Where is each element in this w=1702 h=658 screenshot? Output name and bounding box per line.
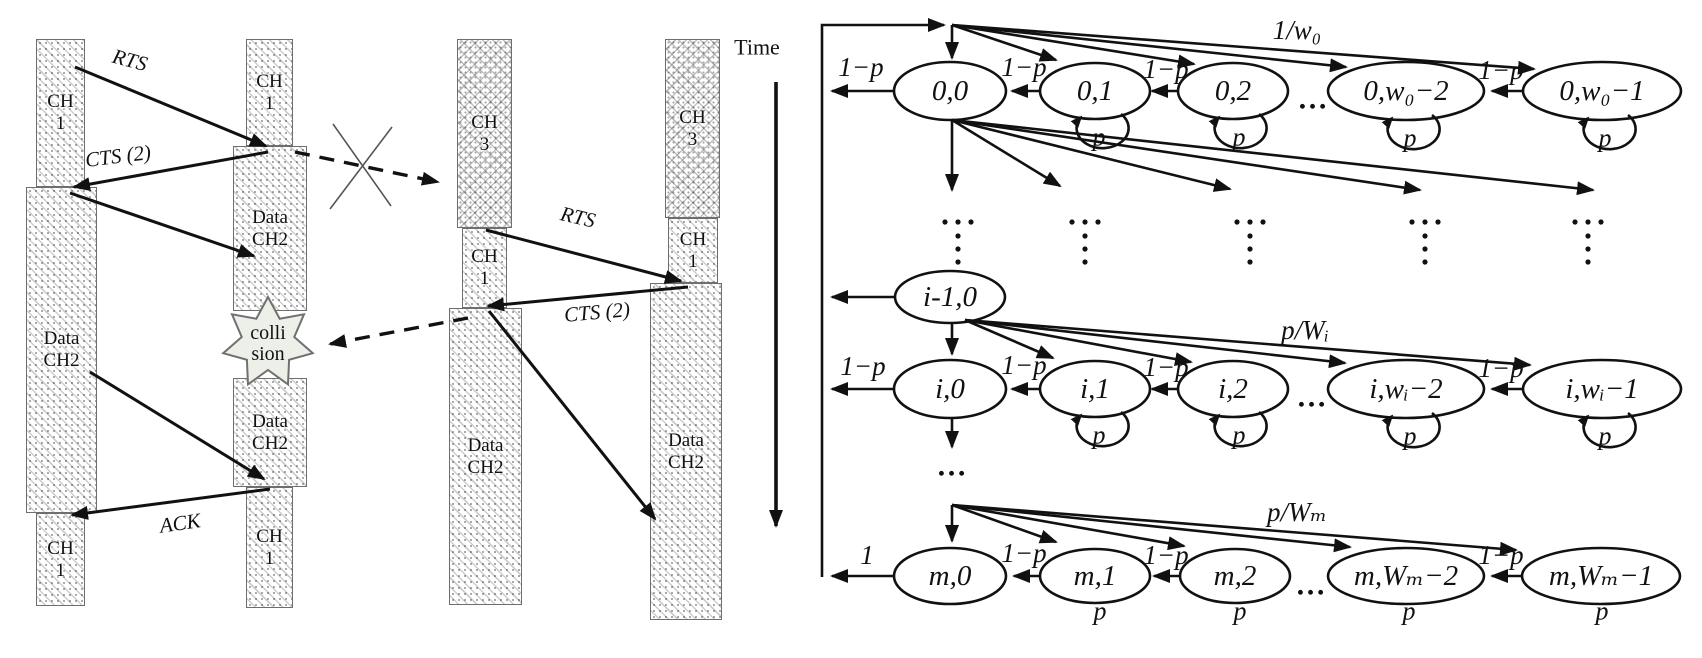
edge-label-1-p: 1−p: [1478, 54, 1524, 85]
self-loop-label-p: p: [1232, 122, 1246, 152]
bar-ch1-a-bottom: CH 1: [36, 513, 85, 606]
bar-label: CH 3: [679, 106, 706, 150]
bar-label: Data CH2: [668, 429, 704, 473]
state-label-i-2: i,2: [1218, 372, 1248, 405]
bar-label: Data CH2: [43, 328, 80, 371]
bar-data-ch2-c: Data CH2: [449, 308, 522, 605]
ack-label: ACK: [158, 508, 202, 538]
state-0-w0-2: [1326, 60, 1486, 122]
data-arrow-2: [89, 370, 266, 481]
collision-star: [221, 294, 315, 387]
self-loop-label-p: p: [1233, 596, 1247, 626]
edge-label-1-p: 1−p: [1001, 537, 1047, 568]
bar-label: CH 1: [47, 91, 74, 134]
state-label-0-0: 0,0: [931, 74, 969, 107]
state-label-m-1: m,1: [1073, 559, 1117, 592]
time-axis-label: Time: [734, 34, 780, 60]
cts-label-2: CTS (2): [563, 297, 631, 327]
state-label-m-0: m,0: [928, 559, 972, 592]
self-loop-label-p: p: [1598, 421, 1612, 451]
bar-ch3-c: CH 3: [457, 39, 512, 228]
bar-ch1-b-top: CH 1: [246, 39, 293, 146]
entry-label-p-over-wi: p/Wᵢ: [1281, 314, 1329, 345]
bar-label: CH 1: [47, 537, 74, 581]
bar-label: CH 1: [679, 228, 707, 272]
broken-link-cross-icon: [329, 123, 393, 210]
state-label-i-1-0: i-1,0: [923, 280, 977, 313]
bar-data-ch2-b2: Data CH2: [233, 378, 307, 487]
state-label-m-2: m,2: [1213, 559, 1257, 592]
ellipsis: …: [1297, 82, 1331, 116]
entry-label-1-over-w0: 1/w₀: [1272, 14, 1322, 45]
return-rail: [820, 18, 946, 577]
state-m-wm-2: [1326, 546, 1486, 606]
bar-label: Data CH2: [252, 410, 288, 454]
cts-arrow-1: [72, 150, 269, 192]
bar-ch1-b-bottom: CH 1: [246, 487, 293, 608]
self-loop-label-p: p: [1403, 123, 1417, 153]
self-loop-label-p: p: [1092, 122, 1106, 152]
ellipsis: …: [936, 449, 970, 483]
self-loop-label-p: p: [1403, 421, 1417, 451]
state-label-m-wm-2: m,Wₘ−2: [1353, 559, 1459, 592]
state-label-0-w0-1: 0,w₀−1: [1559, 74, 1645, 107]
timeline-arrows: [69, 65, 689, 521]
state-label-0-1: 0,1: [1076, 74, 1114, 107]
self-loop-label-p: p: [1595, 596, 1609, 626]
markov-structure: [820, 18, 1683, 606]
bar-data-ch2-b1: Data CH2: [233, 146, 307, 311]
bar-label: Data CH2: [467, 434, 504, 478]
dashed-arrows: [294, 150, 469, 348]
edge-label-1-p: 1−p: [1143, 351, 1189, 382]
edge-label-1-p: 1−p: [1478, 539, 1524, 570]
self-loop-label-p: p: [1232, 420, 1246, 450]
edge-label-1-p: 1−p: [838, 51, 884, 82]
bar-label: CH 3: [471, 111, 498, 155]
state-label-i-wi-2: i,wᵢ−2: [1369, 372, 1443, 405]
state-label-0-w0-2: 0,w₀−2: [1363, 74, 1449, 107]
bar-ch3-d: CH 3: [665, 39, 720, 218]
bar-label: Data CH2: [252, 206, 288, 250]
bar-label: CH 1: [471, 246, 498, 289]
state-label-m-wm-1: m,Wₘ−1: [1548, 559, 1654, 592]
bar-label: CH 1: [256, 525, 283, 569]
rts-arrow-2: [485, 228, 683, 284]
state-label-0-2: 0,2: [1214, 74, 1252, 107]
bar-ch1-c: CH 1: [462, 228, 507, 308]
edge-label-1-p: 1−p: [1001, 349, 1047, 380]
state-i-wi-2: [1326, 358, 1486, 420]
self-loop-label-p: p: [1402, 596, 1416, 626]
data-arrow-1: [69, 191, 256, 258]
edge-label-1-p: 1−p: [1143, 53, 1189, 84]
bar-data-ch2-d: Data CH2: [650, 283, 722, 620]
edge-label-1-p: 1−p: [1143, 539, 1189, 570]
dashed-arrow-to-collision: [328, 316, 469, 348]
edge-label-1-p: 1−p: [1478, 352, 1524, 383]
self-loop-label-p: p: [1093, 596, 1107, 626]
state-label-i-wi-1: i,wᵢ−1: [1565, 372, 1639, 405]
self-loop-label-p: p: [1598, 123, 1612, 153]
bar-label: CH 1: [256, 70, 283, 114]
state-label-i-1: i,1: [1080, 372, 1110, 405]
state-label-i-0: i,0: [935, 372, 965, 405]
edge-label-1-p: 1−p: [840, 350, 886, 381]
rts-arrow-1: [74, 65, 268, 148]
bar-ch1-a-top: CH 1: [36, 39, 85, 187]
dashed-arrow-to-ch3: [294, 150, 440, 186]
self-loop-label-p: p: [1092, 420, 1106, 450]
entry-label-p-over-wm: p/Wₘ: [1266, 496, 1328, 527]
collision-label: colli sion: [250, 322, 286, 365]
bar-data-ch2-a: Data CH2: [26, 187, 97, 513]
edge-label-1: 1: [860, 539, 874, 570]
ellipsis: …: [1295, 568, 1329, 602]
cts-arrow-2: [486, 285, 689, 312]
edge-label-1-p: 1−p: [1001, 51, 1047, 82]
ellipsis: …: [1296, 380, 1330, 414]
ack-arrow: [70, 487, 271, 520]
data-arrow-3: [487, 310, 657, 521]
continuation-dots: [942, 219, 1604, 265]
